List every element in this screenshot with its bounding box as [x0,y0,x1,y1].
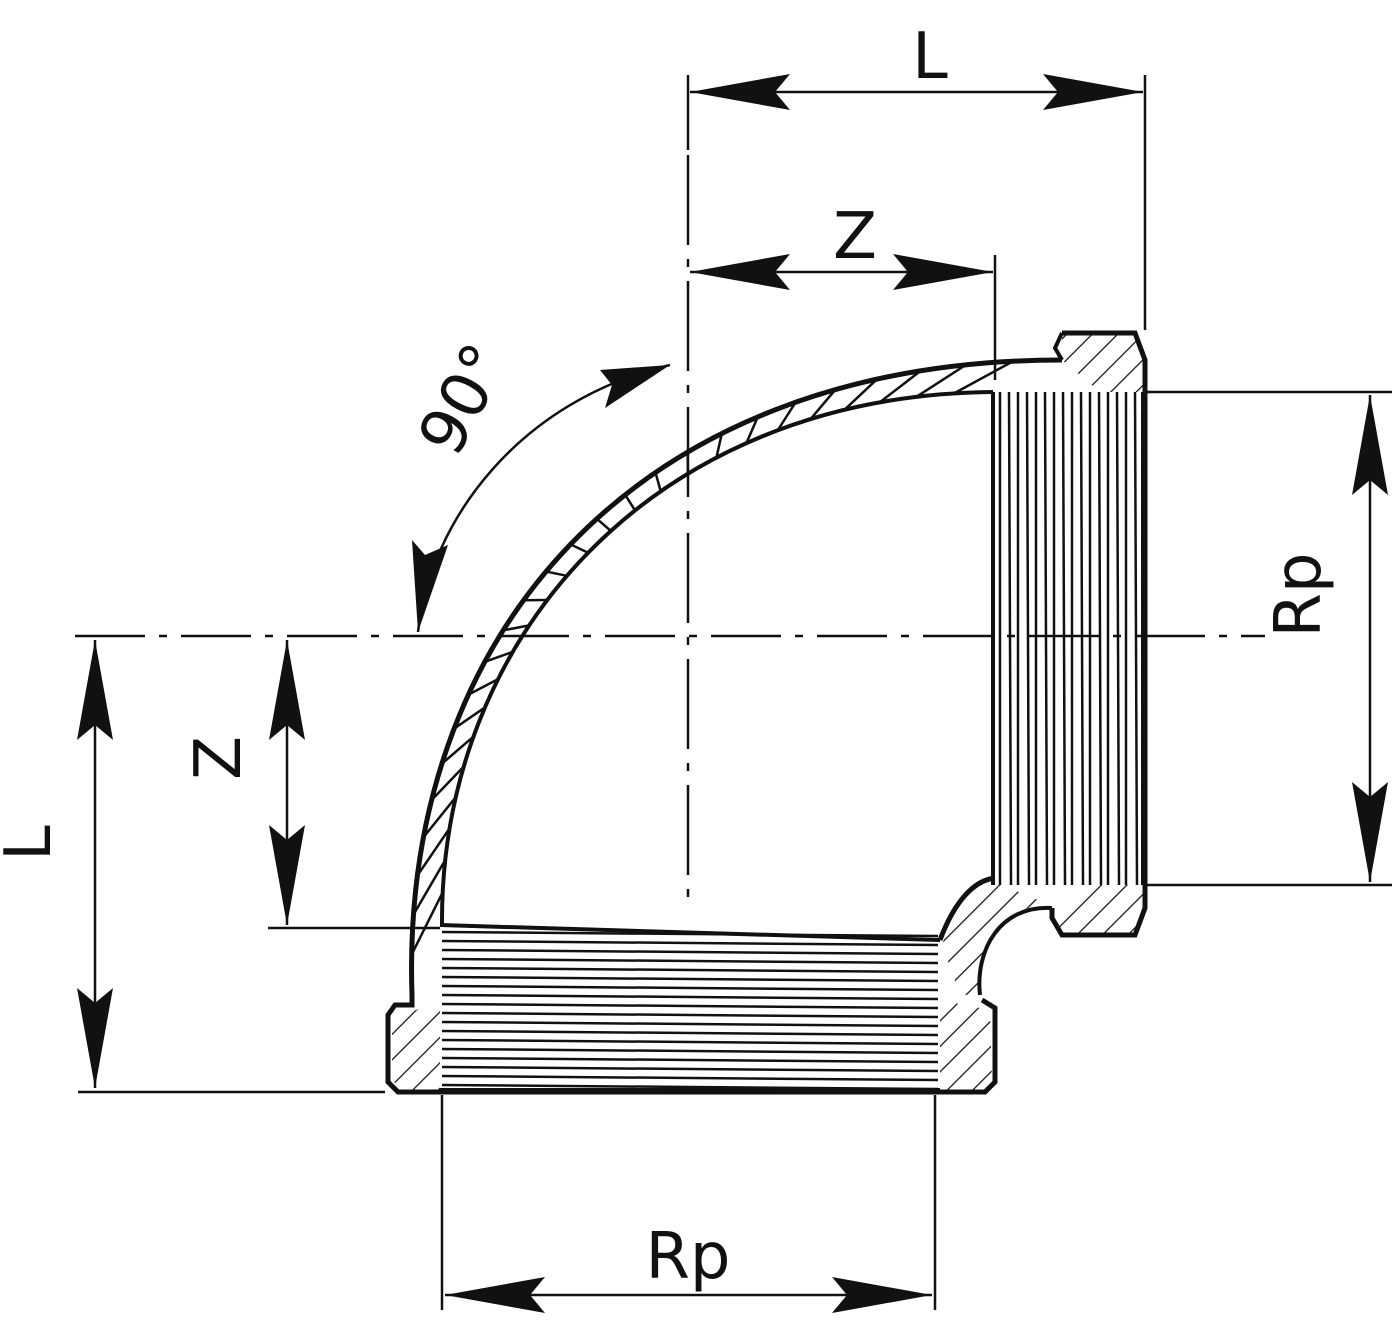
thread-line [1133,391,1139,886]
bottom-socket-collar [385,995,998,1095]
right-socket [991,330,1148,938]
crotch-outer [937,875,996,941]
thread-line [441,1083,939,1091]
left-z-label: Z [182,736,256,780]
wall-hatch-tick [430,765,465,801]
bottom-rp-label: Rp [645,1220,730,1294]
wall-hatch-tick [569,543,589,554]
bottom-socket-threads [441,930,939,1091]
thread-line [441,1038,939,1046]
thread-line [1061,391,1067,886]
center-lines [75,155,1265,900]
dimensions: L Z 90° L Z [0,20,1392,1313]
fitting-body [385,330,1148,1095]
thread-line [1115,391,1121,886]
wall-hatch-tick [545,570,568,578]
wall-hatch-tick [453,706,486,730]
bottom-socket [385,923,998,1095]
elbow-inner-wall [439,390,994,926]
thread-line [1025,391,1031,886]
thread-line [1079,391,1085,886]
thread-line [441,1002,939,1010]
wall-hatch-tick [809,388,837,420]
top-l-label: L [912,20,948,94]
angle-dimension: 90° [405,332,671,633]
thread-line [441,1011,939,1019]
angle-label: 90° [405,332,524,467]
right-collar-hatch-bottom [1055,885,1143,933]
wall-hatch-tick [416,827,451,877]
thread-line [441,975,939,983]
wall-hatch-tick [422,796,457,839]
wall-hatch-tick [467,678,499,696]
wall-hatch-tick [654,472,662,492]
wall-hatch [410,360,1014,955]
bottom-collar-hatch-right [940,1000,992,1090]
bottom-collar-hatch-left [392,1000,440,1090]
wall-hatch-tick [915,363,967,398]
thread-line [1043,391,1049,886]
thread-line [441,1065,939,1073]
thread-line [441,1056,939,1064]
top-z-dimension: Z [690,200,993,290]
right-socket-collar-inner [1052,332,1064,362]
right-rp-label: Rp [1262,552,1336,637]
crotch-hatch-region [942,882,1050,995]
thread-line [441,948,939,956]
thread-line [441,1020,939,1028]
right-collar-hatch-top [1062,335,1143,392]
top-z-label: Z [833,200,877,274]
thread-line [441,939,939,947]
crotch-inner [977,905,1053,996]
thread-line [441,957,939,965]
left-l-label: L [0,825,66,861]
wall-hatch-tick [843,378,878,411]
thread-line [441,993,939,1001]
thread-line [441,1074,939,1082]
wall-hatch-tick [412,859,447,916]
top-l-dimension: L [690,20,1143,110]
wall-hatch-tick [624,494,637,512]
wall-hatch-tick [878,369,922,404]
thread-line [441,966,939,974]
wall-hatch-tick [776,401,797,431]
wall-hatch-tick [715,433,723,458]
wall-hatch-tick [441,735,475,765]
thread-line [441,1047,939,1055]
thread-line [1007,391,1013,886]
wall-hatch-tick [410,891,444,955]
left-l-dimension: L [0,640,113,1088]
thread-line [441,1029,939,1037]
wall-hatch-tick [953,360,1014,395]
thread-line [441,930,939,938]
bottom-rp-dimension: Rp [445,1220,932,1313]
thread-line [441,984,939,992]
left-z-dimension: Z [182,640,305,925]
right-socket-collar [1049,330,1148,938]
wall-hatch-tick [596,517,612,532]
wall-hatch-tick [745,416,759,444]
thread-line [1097,391,1103,886]
right-socket-threads [998,391,1139,886]
wall-hatch-tick [484,650,514,663]
wall-hatch-tick [503,624,530,632]
right-rp-dimension: Rp [1262,395,1388,882]
